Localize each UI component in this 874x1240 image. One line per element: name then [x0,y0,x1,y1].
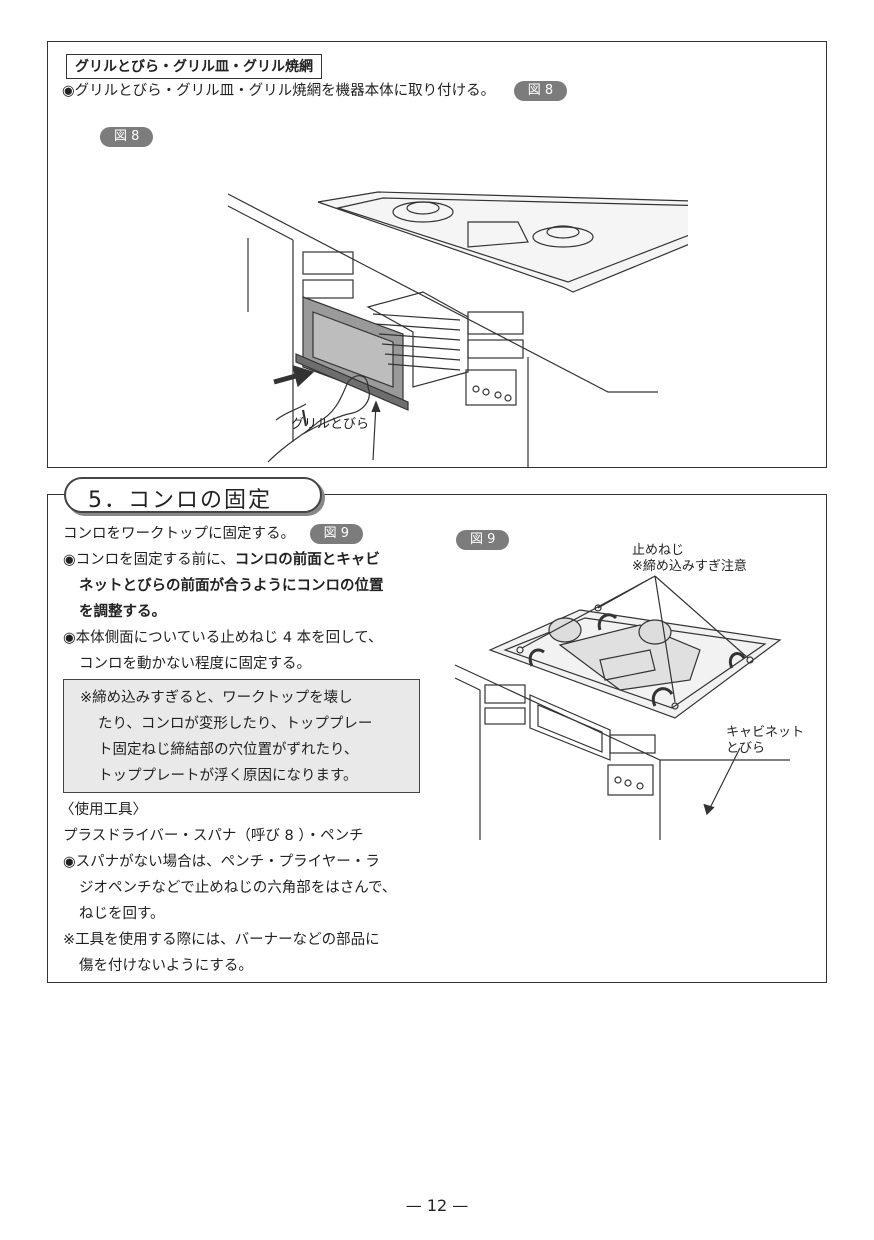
section-5-heading-tab: 5．コンロの固定 [64,477,322,513]
tools-heading: 〈使用工具〉 [60,802,147,818]
note-line: ※締め込みすぎると、ワークトップを壊し [80,690,353,706]
bullet-1-line-2: ネットとびらの前面が合うようにコンロの位置 [79,578,384,594]
grill-instruction-line: ◉グリルとびら・グリル皿・グリル焼網を機器本体に取り付ける。 図 8 [62,79,568,103]
section-5-heading: 5．コンロの固定 [88,488,272,513]
figure-8-ref-badge: 図 8 [513,81,568,101]
bullet-2-line-1: ◉本体側面についている止めねじ 4 本を回して、 [63,630,383,646]
figure-9-ref-badge: 図 9 [309,524,364,544]
bullet-3-line: ねじを回す。 [79,906,165,922]
stove-fixing-section-box [47,494,827,983]
figure-8-label: 図 8 [100,127,154,147]
grill-section-box: グリルとびら・グリル皿・グリル焼網 ◉グリルとびら・グリル皿・グリル焼網を機器本… [47,41,827,468]
caution-line: ※工具を使用する際には、バーナーなどの部品に [63,932,380,948]
screw-caution-label: ※締め込みすぎ注意 [632,559,747,574]
note-line: ト固定ねじ締結部の穴位置がずれたり、 [98,742,359,758]
bullet-3-line: ◉スパナがない場合は、ペンチ・プライヤー・ラ [63,854,380,870]
fixing-intro-line: コンロをワークトップに固定する。 図 9 [63,522,364,546]
bullet-3-line: ジオペンチなどで止めねじの六角部をはさんで、 [79,880,397,896]
page-number: — 12 — [405,1196,469,1215]
grill-subheading: グリルとびら・グリル皿・グリル焼網 [66,54,322,79]
caution-line: 傷を付けないようにする。 [79,958,253,974]
figure-9-label: 図 9 [456,530,510,550]
grill-instruction-text: ◉グリルとびら・グリル皿・グリル焼網を機器本体に取り付ける。 [62,83,496,99]
figure-9-illustration [454,575,790,840]
bullet-1-text-a: ◉コンロを固定する前に、 [63,552,235,568]
note-line: トッププレートが浮く原因になります。 [98,768,358,784]
screw-callout-label: 止めねじ [632,543,685,558]
bullet-2-line-2: コンロを動かない程度に固定する。 [79,656,311,672]
cabinet-door-callout-2: とびら [726,741,766,756]
bullet-1-line-1: ◉コンロを固定する前に、コンロの前面とキャビ [63,548,380,572]
bullet-1-text-b: コンロの前面とキャビ [234,552,380,568]
bullet-1-line-3: を調整する。 [79,604,166,620]
tools-list: プラスドライバー・スパナ（呼び 8 ）・ペンチ [63,828,364,844]
cabinet-door-callout-1: キャビネット [726,725,805,740]
note-line: たり、コンロが変形したり、トッププレー [98,716,373,732]
overtighten-warning-note: ※締め込みすぎると、ワークトップを壊し たり、コンロが変形したり、トッププレー … [63,679,420,793]
fixing-intro-text: コンロをワークトップに固定する。 [63,526,295,542]
grill-door-callout: グリルとびら [291,417,370,432]
figure-8-illustration [227,191,688,467]
